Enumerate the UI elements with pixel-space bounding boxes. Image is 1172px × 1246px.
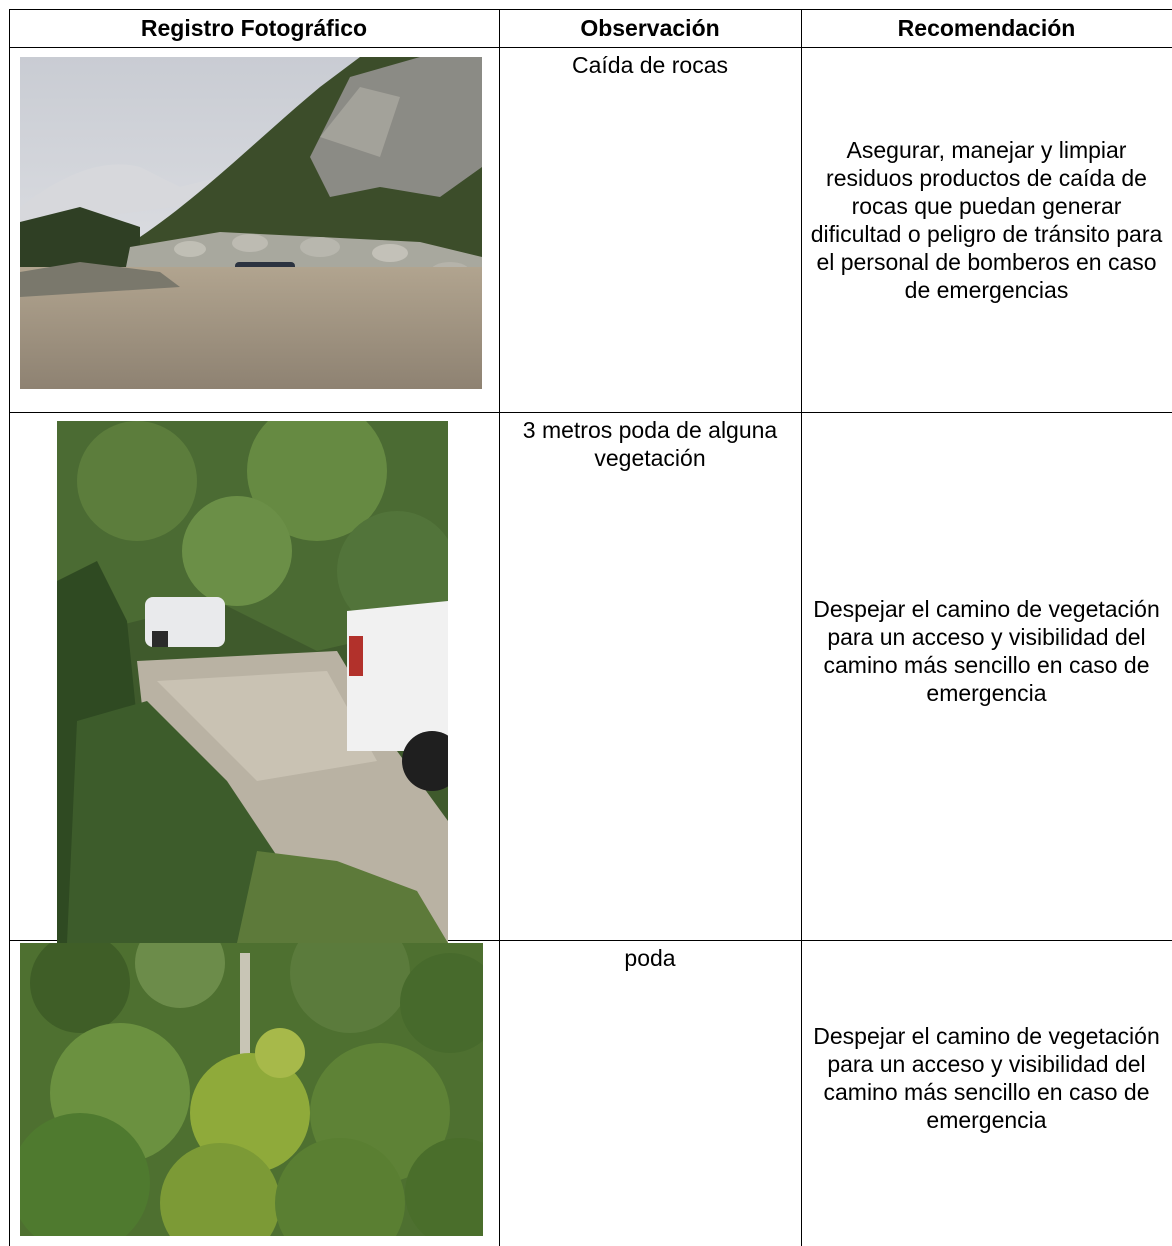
header-photo: Registro Fotográfico bbox=[9, 9, 499, 47]
recommendation-cell-2: Despejar el camino de vegetación para un… bbox=[801, 412, 1172, 940]
observation-cell-3: poda bbox=[499, 940, 801, 1246]
observation-text-2: 3 metros poda de alguna vegetación bbox=[522, 417, 778, 471]
column-divider-2 bbox=[801, 9, 802, 1246]
recommendation-text-3: Despejar el camino de vegetación para un… bbox=[813, 1023, 1160, 1133]
photo-dense-vegetation bbox=[20, 943, 483, 1236]
header-recommendation: Recomendación bbox=[801, 9, 1172, 47]
observation-text-1: Caída de rocas bbox=[572, 52, 728, 78]
header-recommendation-label: Recomendación bbox=[897, 15, 1076, 41]
observation-text-3: poda bbox=[624, 945, 676, 971]
recommendation-text-1: Asegurar, manejar y limpiar residuos pro… bbox=[810, 136, 1163, 303]
header-observation-label: Observación bbox=[580, 15, 720, 41]
column-divider-1 bbox=[499, 9, 500, 1246]
header-photo-label: Registro Fotográfico bbox=[140, 15, 368, 41]
recommendation-text-2: Despejar el camino de vegetación para un… bbox=[813, 596, 1160, 706]
table-border-top bbox=[9, 9, 1172, 10]
recommendation-cell-1: Asegurar, manejar y limpiar residuos pro… bbox=[801, 47, 1172, 412]
table-border-left bbox=[9, 9, 10, 1246]
observation-cell-1: Caída de rocas bbox=[499, 47, 801, 412]
row-divider-2 bbox=[9, 940, 1172, 941]
photo-rockfall bbox=[20, 57, 482, 389]
header-observation: Observación bbox=[499, 9, 801, 47]
observation-cell-2: 3 metros poda de alguna vegetación bbox=[499, 412, 801, 940]
photo-record-table: Registro Fotográfico Observación Recomen… bbox=[9, 9, 1172, 1246]
header-divider bbox=[9, 47, 1172, 48]
photo-vegetation-road bbox=[57, 421, 448, 943]
recommendation-cell-3: Despejar el camino de vegetación para un… bbox=[801, 940, 1172, 1246]
row-divider-1 bbox=[9, 412, 1172, 413]
